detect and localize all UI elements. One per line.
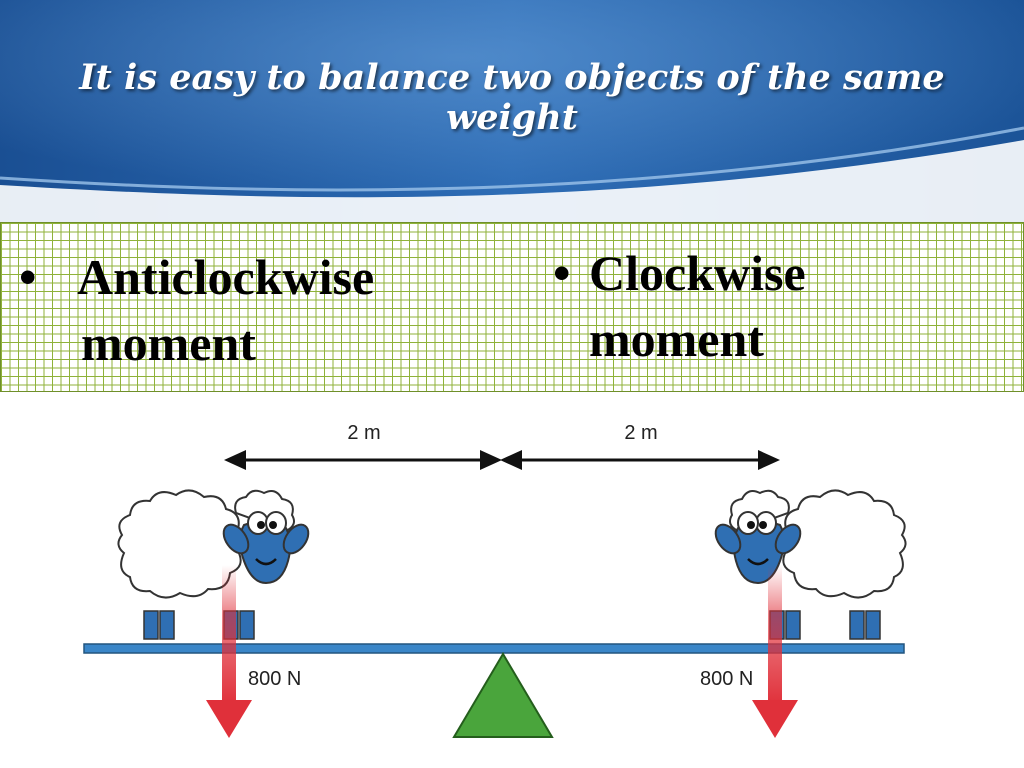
right-sheep — [709, 489, 907, 641]
seesaw-beam — [83, 643, 905, 654]
seesaw-diagram: 2 m 2 m 800 N 800 N — [83, 422, 907, 738]
right-force-arrow — [752, 565, 798, 738]
left-distance-label: 2 m — [347, 422, 380, 444]
left-force-label: 800 N — [248, 668, 301, 690]
right-distance-label: 2 m — [624, 422, 657, 444]
moment-label: moment — [81, 315, 256, 371]
clockwise-label: Clockwise — [589, 245, 806, 301]
moment-types-panel: • Anticlockwise moment • Clockwise momen… — [0, 222, 1024, 392]
left-sheep — [117, 489, 315, 641]
anticlockwise-label: Anticlockwise — [77, 249, 375, 305]
slide-header: It is easy to balance two objects of the… — [0, 0, 1024, 230]
right-distance-arrow — [500, 450, 780, 470]
pivot-triangle — [452, 652, 554, 738]
left-force-arrow — [206, 565, 252, 738]
left-distance-arrow — [224, 450, 502, 470]
bullet-marker: • — [19, 249, 37, 305]
slide-title: It is easy to balance two objects of the… — [79, 57, 945, 138]
right-force-label: 800 N — [700, 668, 753, 690]
moment-label: moment — [589, 311, 764, 367]
header-background — [0, 0, 1024, 230]
bullet-marker: • — [553, 245, 571, 301]
